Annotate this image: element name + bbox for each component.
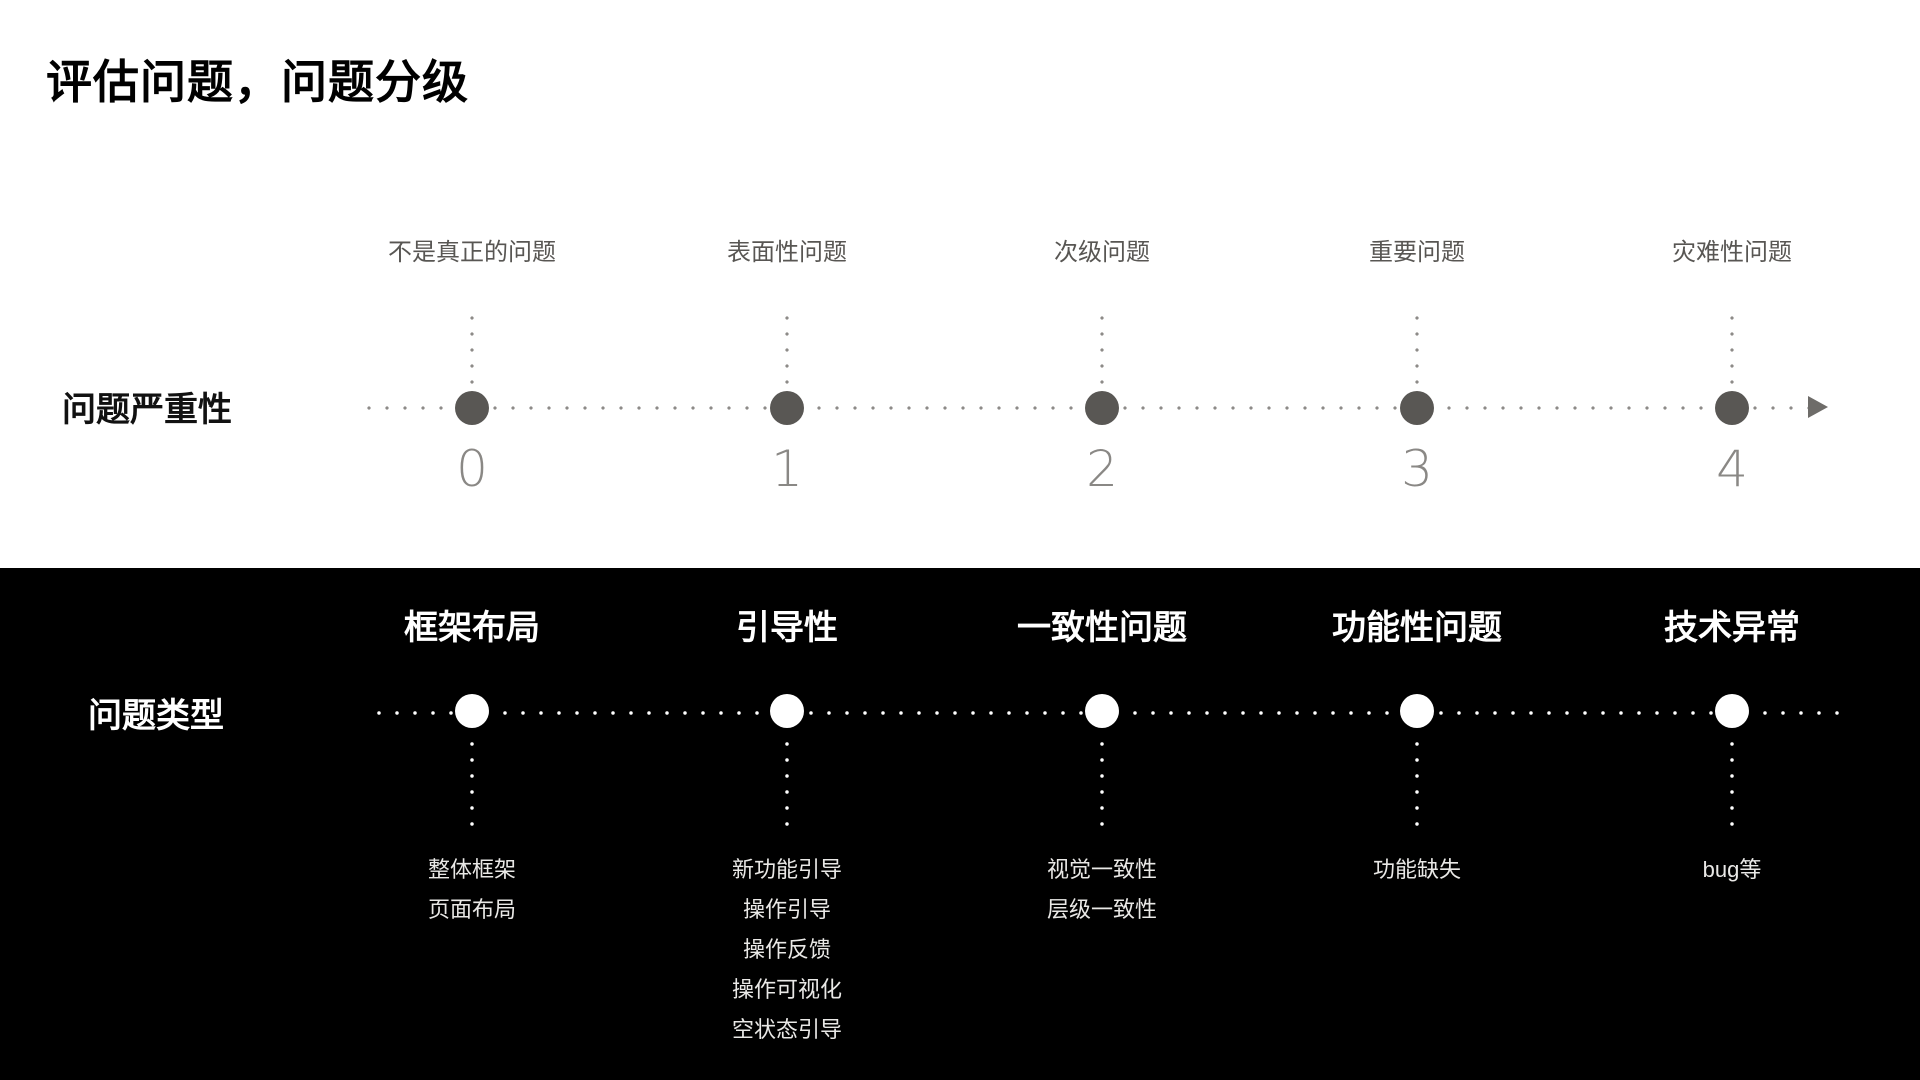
category-stem-0 — [470, 736, 474, 826]
severity-stem-3 — [1415, 310, 1419, 398]
severity-dot-0[interactable] — [455, 391, 489, 425]
list-item: 视觉一致性 — [1046, 857, 1157, 882]
list-item: 层级一致性 — [1046, 897, 1157, 922]
category-items-2: 视觉一致性 层级一致性 — [922, 850, 1282, 930]
category-stem-1 — [785, 736, 789, 826]
category-items-3: 功能缺失 — [1237, 850, 1597, 890]
list-item: 操作引导 — [742, 897, 831, 922]
page-title: 评估问题，问题分级 — [46, 56, 469, 108]
severity-caption-2: 次级问题 — [1054, 239, 1150, 266]
severity-caption-0: 不是真正的问题 — [388, 239, 556, 266]
category-caption-4: 技术异常 — [1664, 609, 1800, 647]
severity-caption-1: 表面性问题 — [727, 239, 847, 266]
list-item: 空状态引导 — [731, 1017, 842, 1042]
severity-panel: 评估问题，问题分级 问题严重性 不是真正的问题 0 表面性问题 1 次级问题 2… — [46, 56, 1828, 498]
list-item: 功能缺失 — [1372, 857, 1461, 882]
severity-dot-2[interactable] — [1085, 391, 1119, 425]
severity-stem-2 — [1100, 310, 1104, 398]
severity-stem-1 — [785, 310, 789, 398]
severity-stem-4 — [1730, 310, 1734, 398]
category-dot-1[interactable] — [770, 694, 804, 728]
category-dot-0[interactable] — [455, 694, 489, 728]
list-item: 操作可视化 — [731, 977, 842, 1002]
severity-dot-3[interactable] — [1400, 391, 1434, 425]
category-caption-2: 一致性问题 — [1017, 609, 1187, 647]
list-item: 整体框架 — [427, 857, 516, 882]
severity-caption-4: 灾难性问题 — [1672, 239, 1792, 266]
list-item: 页面布局 — [427, 897, 516, 922]
severity-dot-4[interactable] — [1715, 391, 1749, 425]
category-stem-3 — [1415, 736, 1419, 826]
severity-dot-1[interactable] — [770, 391, 804, 425]
category-stem-4 — [1730, 736, 1734, 826]
category-stem-2 — [1100, 736, 1104, 826]
category-dot-3[interactable] — [1400, 694, 1434, 728]
severity-number-3: 3 — [1401, 440, 1433, 498]
severity-number-0: 0 — [456, 440, 488, 498]
category-caption-0: 框架布局 — [404, 609, 540, 647]
severity-number-4: 4 — [1716, 440, 1748, 498]
category-panel — [0, 568, 1920, 1080]
list-item: 操作反馈 — [742, 937, 831, 962]
category-items-4: bug等 — [1552, 850, 1912, 890]
category-row-label: 问题类型 — [88, 697, 224, 735]
category-dot-2[interactable] — [1085, 694, 1119, 728]
category-items-1: 新功能引导 操作引导 操作反馈 操作可视化 空状态引导 — [607, 850, 967, 1050]
list-item: bug等 — [1702, 857, 1762, 882]
severity-caption-3: 重要问题 — [1369, 239, 1465, 266]
category-caption-1: 引导性 — [736, 609, 838, 647]
severity-stem-0 — [470, 310, 474, 398]
severity-row-label: 问题严重性 — [62, 391, 232, 429]
severity-number-1: 1 — [771, 440, 803, 498]
list-item: 新功能引导 — [731, 857, 842, 882]
category-caption-3: 功能性问题 — [1332, 609, 1502, 647]
arrow-right-icon — [1808, 396, 1828, 418]
severity-number-2: 2 — [1086, 440, 1118, 498]
category-dot-4[interactable] — [1715, 694, 1749, 728]
category-items-0: 整体框架 页面布局 — [292, 850, 652, 930]
